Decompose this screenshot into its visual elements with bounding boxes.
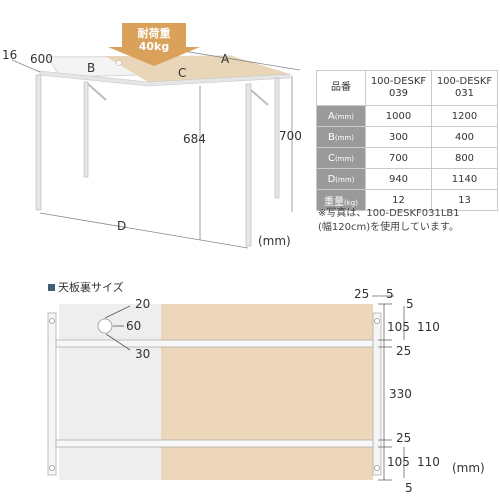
dim-hole-60: 60: [126, 319, 142, 333]
load-capacity-badge: 耐荷重 40kg: [122, 23, 186, 59]
dim-right-5-top2: 5: [406, 297, 414, 311]
dim-hole-30: 30: [135, 347, 151, 361]
spec-col2: 100-DESKF031: [431, 70, 498, 106]
dim-d: D: [117, 219, 127, 233]
photo-note: ※写真は、100-DESKF031LB1 (幅120cm)を使用しています。: [318, 208, 460, 233]
load-value: 40kg: [138, 40, 170, 53]
dim-right-5-bot: 5: [405, 481, 413, 495]
dim-right-110-top: 110: [417, 320, 440, 334]
dim-height: 700: [279, 129, 302, 143]
dim-c: C: [178, 66, 187, 80]
dim-leg-height: 684: [183, 132, 206, 146]
dim-right-105-top: 105: [387, 320, 410, 334]
dim-hole-20: 20: [135, 297, 151, 311]
dim-right-330: 330: [389, 387, 412, 401]
dim-a: A: [221, 52, 230, 66]
dim-unit-bottom: (mm): [452, 461, 485, 475]
dim-b: B: [87, 61, 96, 75]
dim-right-105-bot: 105: [387, 455, 410, 469]
dim-right-25-a: 25: [396, 344, 412, 358]
dim-right-110-bot: 110: [417, 455, 440, 469]
dim-right-5-top: 5: [386, 287, 394, 301]
dim-depth: 600: [30, 52, 53, 66]
dim-right-25-top: 25: [354, 287, 370, 301]
desk-drawing: [11, 23, 301, 249]
underside-title: 天板裏サイズ: [48, 279, 124, 295]
section-marker-icon: [48, 283, 55, 291]
dim-unit-top: (mm): [258, 234, 291, 248]
dim-thickness: 16: [2, 48, 18, 62]
load-label: 耐荷重: [137, 27, 171, 40]
spec-corner: 品番: [316, 70, 366, 106]
dim-right-25-b: 25: [396, 431, 412, 445]
spec-col1: 100-DESKF039: [365, 70, 432, 106]
